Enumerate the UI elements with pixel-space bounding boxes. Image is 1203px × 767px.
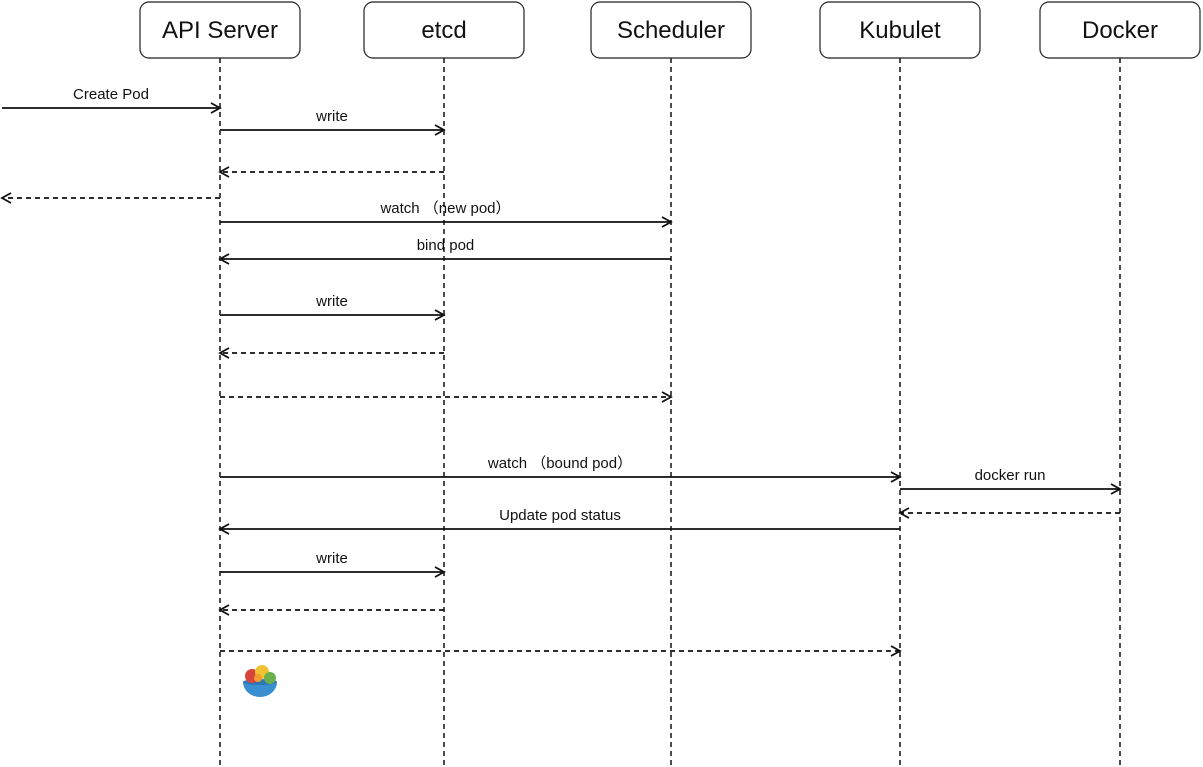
arrowhead-icon xyxy=(898,507,910,519)
message-16 xyxy=(220,645,902,657)
message-label: watch （bound pod） xyxy=(487,455,632,472)
participant-scheduler: Scheduler xyxy=(590,1,752,767)
message-label: Create Pod xyxy=(73,86,149,103)
participant-label-etcd: etcd xyxy=(421,17,466,44)
message-12 xyxy=(898,507,1120,519)
participant-label-docker: Docker xyxy=(1082,17,1158,44)
participant-box-api xyxy=(139,1,301,59)
message-label: write xyxy=(315,108,348,125)
message-6: bind pod xyxy=(218,237,671,265)
participant-label-scheduler: Scheduler xyxy=(617,17,725,44)
participant-box-docker xyxy=(1039,1,1201,59)
message-10: watch （bound pod） xyxy=(220,455,902,483)
message-label: Update pod status xyxy=(499,507,621,524)
arrowhead-icon xyxy=(890,645,902,657)
arrowhead-icon xyxy=(218,253,230,265)
message-14: write xyxy=(220,550,446,578)
arrowhead-icon xyxy=(1110,483,1122,495)
participant-label-api: API Server xyxy=(162,17,278,44)
message-label: write xyxy=(315,550,348,567)
message-label: write xyxy=(315,293,348,310)
lifelines: API Server etcd Scheduler Kubulet Docker xyxy=(139,1,1201,767)
bowl-logo-icon xyxy=(243,665,277,697)
message-11: docker run xyxy=(900,467,1122,495)
arrowhead-icon xyxy=(434,566,446,578)
messages: Create Pod write watch （new pod） bind pod wr… xyxy=(0,86,1122,657)
participant-etcd: etcd xyxy=(363,1,525,767)
message-4 xyxy=(0,192,220,204)
arrowhead-icon xyxy=(210,102,222,114)
participant-docker: Docker xyxy=(1039,1,1201,767)
message-label: docker run xyxy=(975,467,1046,484)
arrowhead-icon xyxy=(218,523,230,535)
message-3 xyxy=(218,166,444,178)
message-5: watch （new pod） xyxy=(220,200,673,228)
message-9 xyxy=(220,391,673,403)
message-13: Update pod status xyxy=(218,507,900,535)
message-15 xyxy=(218,604,444,616)
arrowhead-icon xyxy=(0,192,12,204)
arrowhead-icon xyxy=(434,124,446,136)
message-8 xyxy=(218,347,444,359)
participant-label-kubulet: Kubulet xyxy=(859,17,941,44)
message-1: Create Pod xyxy=(2,86,222,114)
arrowhead-icon xyxy=(890,471,902,483)
message-label: watch （new pod） xyxy=(379,200,510,217)
arrowhead-icon xyxy=(661,216,673,228)
arrowhead-icon xyxy=(218,166,230,178)
participant-box-etcd xyxy=(363,1,525,59)
arrowhead-icon xyxy=(218,347,230,359)
participant-box-scheduler xyxy=(590,1,752,59)
message-label: bind pod xyxy=(417,237,475,254)
participant-api: API Server xyxy=(139,1,301,767)
arrowhead-icon xyxy=(434,309,446,321)
participant-kubulet: Kubulet xyxy=(819,1,981,767)
arrowhead-icon xyxy=(661,391,673,403)
participant-box-kubulet xyxy=(819,1,981,59)
arrowhead-icon xyxy=(218,604,230,616)
message-7: write xyxy=(220,293,446,321)
message-2: write xyxy=(220,108,446,136)
